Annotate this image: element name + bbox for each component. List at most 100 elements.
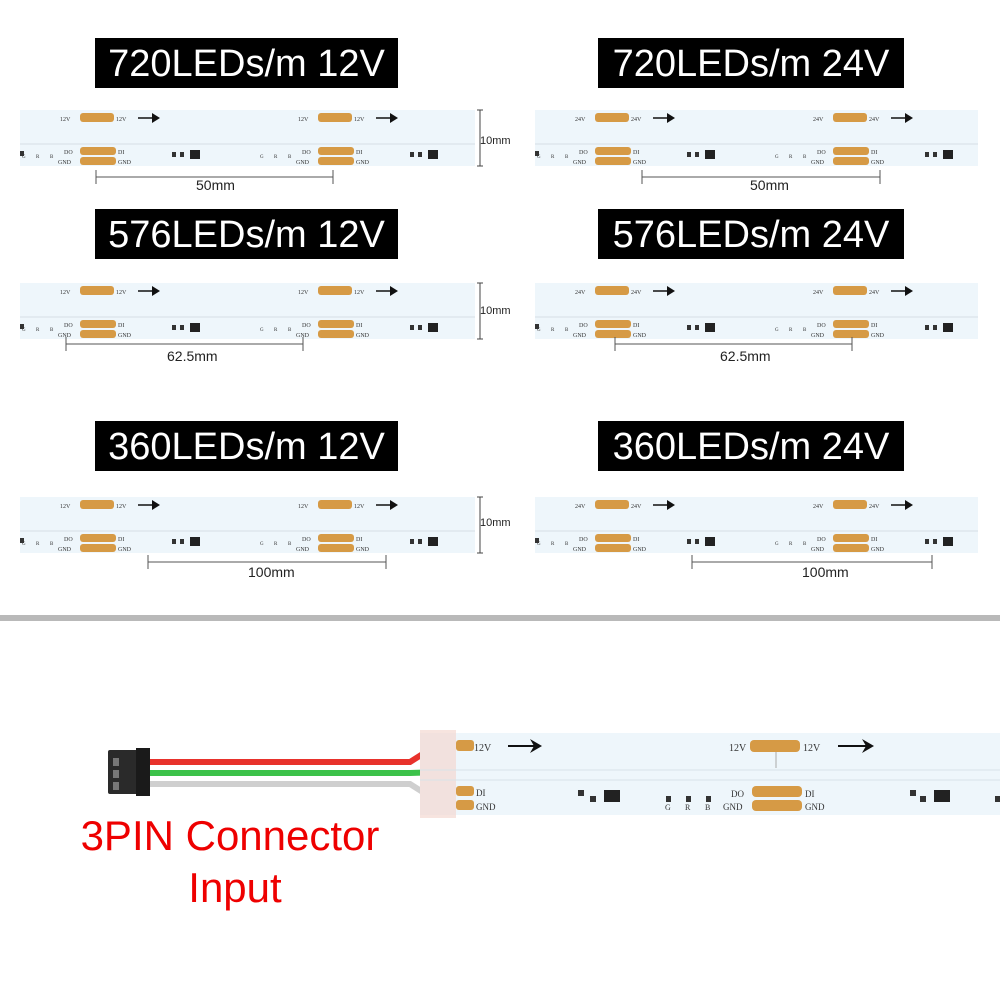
strip-3-b-1: B	[803, 328, 807, 333]
strip-3-di-1: DI	[871, 323, 877, 329]
strip-1-vpad-0	[595, 113, 629, 122]
strip-3-g-0: G	[537, 328, 541, 333]
strip-4-cap-b-1	[418, 539, 422, 544]
strip-0-cap-b-0	[180, 152, 184, 157]
strip-5-b-1: B	[803, 542, 807, 547]
strip-5-gnd-1: GND	[871, 547, 885, 553]
strip-0-vpad-1	[318, 113, 352, 122]
strip-4-dipad-0	[80, 534, 116, 542]
variant-title-360-24v: 360LEDs/m 24V	[598, 421, 904, 471]
strip-5-g-0: G	[537, 542, 541, 547]
strip-1-g-0: G	[537, 155, 541, 160]
connector-illustration: 12V 12V 12V DI GND DO GND DI GND G R B	[108, 730, 1000, 818]
strip-width-label-360: 10mm	[480, 517, 511, 529]
strip-3-r-1: R	[789, 328, 793, 333]
strip-2-gndpad-1	[318, 330, 354, 338]
strip-3-gnd2-0: GND	[573, 333, 587, 339]
strip-1-cap-b-0	[695, 152, 699, 157]
strip-3-dipad-1	[833, 320, 869, 328]
strip-1-gndpad-0	[595, 157, 631, 165]
strip-4-vlabel2-0: 12V	[116, 504, 127, 510]
strip-2-cap-b-0	[180, 325, 184, 330]
strip-3-chip-0	[705, 323, 715, 332]
strip-4-vlabel2-1: 12V	[354, 504, 365, 510]
strip-5-arrow-head-1	[905, 500, 913, 510]
connector-title-line2: Input	[188, 864, 282, 911]
strip-3-arrow-head-0	[667, 286, 675, 296]
strip-0-dipad-0	[80, 147, 116, 155]
connector-title-line1: 3PIN Connector	[80, 812, 380, 859]
spacing-label-576-24v: 62.5mm	[720, 348, 771, 364]
strip-4-b-0: B	[50, 542, 54, 547]
strip-2-vlabel-1: 12V	[298, 290, 309, 296]
3pin-connector-plug	[108, 748, 150, 796]
strip-width-label-720: 10mm	[480, 135, 511, 147]
strip-3-chip-1	[943, 323, 953, 332]
strip-4-vlabel-0: 12V	[60, 504, 71, 510]
strip-2-vpad-1	[318, 286, 352, 295]
strip-diagram-canvas: 12V 12V DI GND DO GND G R B 12V 12V DI GND DO GND G R B 24…	[20, 109, 978, 569]
strip-1-edge-cap	[535, 151, 539, 156]
strip-3-g-1: G	[775, 328, 779, 333]
strip-3-vpad-1	[833, 286, 867, 295]
strip-1-chip-0	[705, 150, 715, 159]
strip-0-b-0: B	[50, 155, 54, 160]
strip-1-chip-1	[943, 150, 953, 159]
variant-title-360-12v: 360LEDs/m 12V	[95, 421, 398, 471]
strip-3-dipad-0	[595, 320, 631, 328]
strip-4-cap-a-0	[172, 539, 176, 544]
section-divider	[0, 615, 1000, 621]
strip-4-b-1: B	[288, 542, 292, 547]
connector-strip-b-text: B	[705, 803, 710, 812]
spacing-label-360-12v: 100mm	[248, 564, 295, 580]
strip-3-arrow-head-1	[905, 286, 913, 296]
strip-2-dipad-0	[80, 320, 116, 328]
connector-strip-gnd-text-2: GND	[723, 802, 743, 812]
strip-4-g-1: G	[260, 542, 264, 547]
strip-0-arrow-head-1	[390, 113, 398, 123]
strip-0-gndpad-0	[80, 157, 116, 165]
strip-0-chip-0	[190, 150, 200, 159]
strip-2-chip-1	[428, 323, 438, 332]
strip-0-g-0: G	[22, 155, 26, 160]
strip-5-vlabel2-0: 24V	[631, 504, 642, 510]
strip-2-r-0: R	[36, 328, 40, 333]
strip-0-di-1: DI	[356, 150, 362, 156]
strip-1-r-0: R	[551, 155, 555, 160]
strip-5-b-0: B	[565, 542, 569, 547]
strip-5-cap-a-0	[687, 539, 691, 544]
strip-1-di-1: DI	[871, 150, 877, 156]
variant-title-720-12v: 720LEDs/m 12V	[95, 38, 398, 88]
strip-1-cap-b-1	[933, 152, 937, 157]
strip-3-do-0: DO	[579, 323, 588, 329]
strip-3-di-0: DI	[633, 323, 639, 329]
strip-2-vpad-0	[80, 286, 114, 295]
strip-1-arrow-head-0	[667, 113, 675, 123]
strip-width-label-576: 10mm	[480, 305, 511, 317]
strip-4-vpad-0	[80, 500, 114, 509]
variant-title-576-24v: 576LEDs/m 24V	[598, 209, 904, 259]
strip-5-r-0: R	[551, 542, 555, 547]
strip-1-gnd2-1: GND	[811, 160, 825, 166]
strip-5-vlabel-0: 24V	[575, 504, 586, 510]
strip-4-chip-1	[428, 537, 438, 546]
connector-strip-g-text: G	[665, 803, 671, 812]
strip-4-do-0: DO	[64, 537, 73, 543]
strip-0-cap-a-1	[410, 152, 414, 157]
strip-2-vlabel2-0: 12V	[116, 290, 127, 296]
strip-5-do-1: DO	[817, 537, 826, 543]
strip-1-vlabel-0: 24V	[575, 117, 586, 123]
strip-5-gnd2-1: GND	[811, 547, 825, 553]
connector-strip: 12V 12V 12V DI GND DO GND DI GND G R B	[420, 730, 1000, 818]
strip-1-b-1: B	[803, 155, 807, 160]
strip-1-vpad-1	[833, 113, 867, 122]
connector-strip-di-text: DI	[476, 788, 486, 798]
strip-5-gnd2-0: GND	[573, 547, 587, 553]
strip-2-gnd-1: GND	[356, 333, 370, 339]
strip-5-vpad-0	[595, 500, 629, 509]
strip-0-vlabel-0: 12V	[60, 117, 71, 123]
strip-5-gndpad-1	[833, 544, 869, 552]
connector-strip-r-text: R	[685, 803, 691, 812]
strip-2-cap-a-1	[410, 325, 414, 330]
strip-0-cap-a-0	[172, 152, 176, 157]
